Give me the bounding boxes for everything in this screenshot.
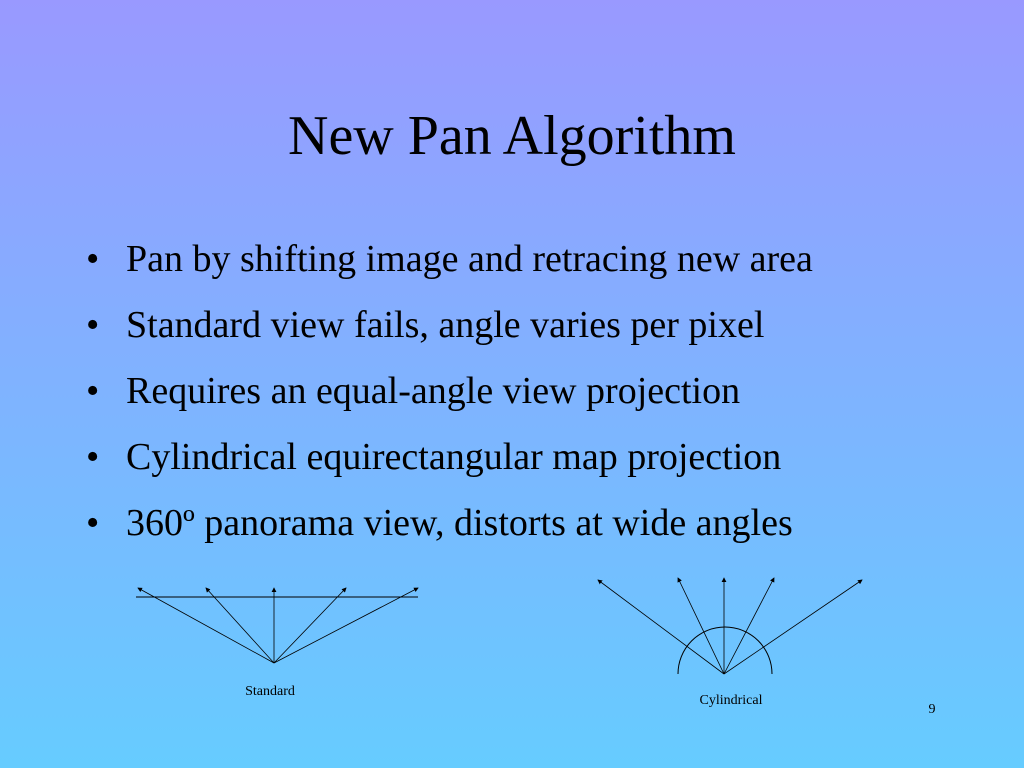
bullet-text: Cylindrical equirectangular map projecti… <box>126 436 782 478</box>
cylindrical-diagram: Cylindrical <box>597 577 863 708</box>
bullet-text: Pan by shifting image and retracing new … <box>126 238 813 280</box>
bullet-text: Standard view fails, angle varies per pi… <box>126 304 765 346</box>
cylindrical-ray <box>597 579 725 675</box>
bullet-dot: • <box>86 238 100 280</box>
standard-ray <box>273 587 347 664</box>
bullet-text: 360º panorama view, distorts at wide ang… <box>126 502 793 544</box>
bullet-dot: • <box>86 304 100 346</box>
slide-title: New Pan Algorithm <box>288 105 736 167</box>
bullet-item: • Requires an equal-angle view projectio… <box>86 358 1006 424</box>
bullet-text: Requires an equal-angle view projection <box>126 370 741 412</box>
cylindrical-ray <box>677 577 725 675</box>
bullet-dot: • <box>86 502 100 544</box>
bullet-item: • Standard view fails, angle varies per … <box>86 292 1006 358</box>
cylindrical-ray <box>723 577 775 675</box>
bullet-list: • Pan by shifting image and retracing ne… <box>86 226 1006 556</box>
bullet-item: • Pan by shifting image and retracing ne… <box>86 226 1006 292</box>
standard-ray <box>205 587 275 664</box>
standard-diagram: Standard <box>136 587 419 699</box>
cylindrical-ray <box>723 579 863 675</box>
bullet-dot: • <box>86 436 100 478</box>
standard-ray <box>273 587 419 664</box>
page-number: 9 <box>928 702 936 717</box>
standard-ray <box>137 587 275 664</box>
bullet-dot: • <box>86 370 100 412</box>
cylindrical-label: Cylindrical <box>700 693 763 708</box>
cylinder-arc <box>677 626 773 675</box>
projection-diagrams: Standard Cylindrical <box>136 577 863 708</box>
bullet-item: • Cylindrical equirectangular map projec… <box>86 424 1006 490</box>
standard-label: Standard <box>245 684 295 699</box>
bullet-item: • 360º panorama view, distorts at wide a… <box>86 490 1006 556</box>
